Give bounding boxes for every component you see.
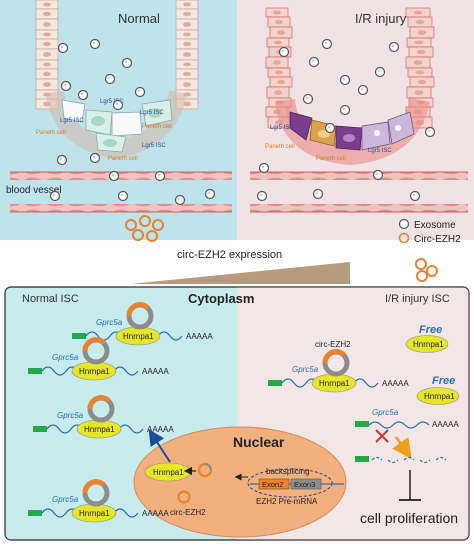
injury-paneth-label-2: Paneth cell [316, 156, 346, 162]
normal-crypt [35, 0, 199, 160]
gene-label: Gprc5a [96, 318, 123, 327]
polya-label: AAAAA [382, 379, 409, 388]
exon2-box [258, 478, 290, 490]
export-arrow [148, 429, 171, 463]
inhibit-x-2 [375, 429, 389, 443]
free-label-2: Free [432, 375, 455, 387]
blocked-polya: AAAAA [432, 420, 459, 429]
cytoplasm-title: Cytoplasm [188, 291, 254, 306]
nucleus [133, 426, 347, 538]
injury-title: I/R injury [355, 11, 407, 26]
hnrnpa1-label: Hnrnpa1 [79, 509, 110, 518]
cap [28, 510, 42, 516]
injury-lgr5-label-2: Lgr5 ISC [368, 148, 392, 154]
blocked-mrna [368, 421, 430, 429]
nuclear-circ-label: circ-EZH2 [170, 508, 206, 517]
gene-label: Gprc5a [292, 365, 319, 374]
polya-label: AAAAA [186, 332, 213, 341]
legend: Exosome Circ-EZH2 [398, 218, 461, 245]
cap [33, 426, 47, 432]
exosome-legend-icon [398, 218, 410, 230]
exosome-group-top [49, 38, 436, 206]
exon3-box [290, 478, 322, 490]
hnrnpa1-label: Hnrnpa1 [123, 332, 154, 341]
expression-wedge [130, 262, 350, 284]
circ-cluster-top [125, 215, 164, 242]
injury-lgr5-label-1: Lgr5 ISC [270, 125, 294, 131]
blocked-gene-label: Gprc5a [372, 408, 399, 417]
polya-label: AAAAA [147, 425, 174, 434]
hnrnpa1-label: Hnrnpa1 [319, 379, 350, 388]
gene-label: Gprc5a [57, 411, 84, 420]
nuclear-title: Nuclear [233, 434, 285, 450]
legend-circ-ezh2: Circ-EZH2 [414, 234, 461, 245]
circ-label: circ-EZH2 [315, 340, 351, 349]
free-hnrnpa1-1 [405, 335, 449, 353]
cell-proliferation-label: cell proliferation [360, 510, 458, 526]
degraded-mrna [371, 456, 447, 464]
lgr5-label-3: Lgr5 ISC [60, 118, 84, 124]
cap [72, 333, 86, 339]
blocked-cap [355, 421, 369, 427]
exon2-label: Exon2 [262, 480, 283, 489]
nuclear-hnrnpa1-label: Hnrnpa1 [153, 468, 184, 477]
pre-mrna-label: EZH2 Pre-mRNA [256, 497, 318, 506]
injury-paneth-label-1: Paneth cell [265, 144, 295, 150]
blood-vessel [10, 171, 468, 213]
injury-isc-title: I/R injury ISC [385, 293, 450, 305]
blood-vessel-label: blood vessel [6, 185, 62, 196]
gene-label: Gprc5a [52, 495, 79, 504]
degradation-arrow [392, 436, 412, 460]
normal-isc-title: Normal ISC [22, 293, 79, 305]
lgr5-label-1: Lgr5 ISC [100, 99, 124, 105]
cap [28, 368, 42, 374]
free-hnrnpa1-label-1: Hnrnpa1 [413, 340, 444, 349]
circ-legend-icon [398, 232, 410, 244]
cap [268, 380, 282, 386]
free-label-1: Free [419, 324, 442, 336]
hnrnpa1-label: Hnrnpa1 [84, 425, 115, 434]
paneth-label-1: Paneth cell [36, 130, 66, 136]
backsplicing-label: backsplicing [266, 467, 310, 476]
paneth-label-3: Paneth cell [108, 156, 138, 162]
gene-label: Gprc5a [52, 353, 79, 362]
free-hnrnpa1-label-2: Hnrnpa1 [424, 392, 455, 401]
normal-title: Normal [118, 11, 160, 26]
exon3-label: Exon3 [294, 480, 315, 489]
hnrnpa1-label: Hnrnpa1 [79, 367, 110, 376]
lgr5-label-2: Lgr5 ISC [140, 110, 164, 116]
free-hnrnpa1-2 [416, 387, 460, 405]
legend-exosome: Exosome [414, 220, 456, 231]
lgr5-label-4: Lgr5 ISC [142, 143, 166, 149]
backsplicing-loop [247, 468, 333, 498]
degraded-cap [355, 456, 369, 462]
polya-label: AAAAA [142, 509, 169, 518]
paneth-label-2: Paneth cell [142, 124, 172, 130]
nuclear-circ [177, 490, 191, 504]
expression-label: circ-EZH2 expression [177, 249, 282, 261]
circ-cluster-right [415, 258, 438, 282]
polya-label: AAAAA [142, 367, 169, 376]
